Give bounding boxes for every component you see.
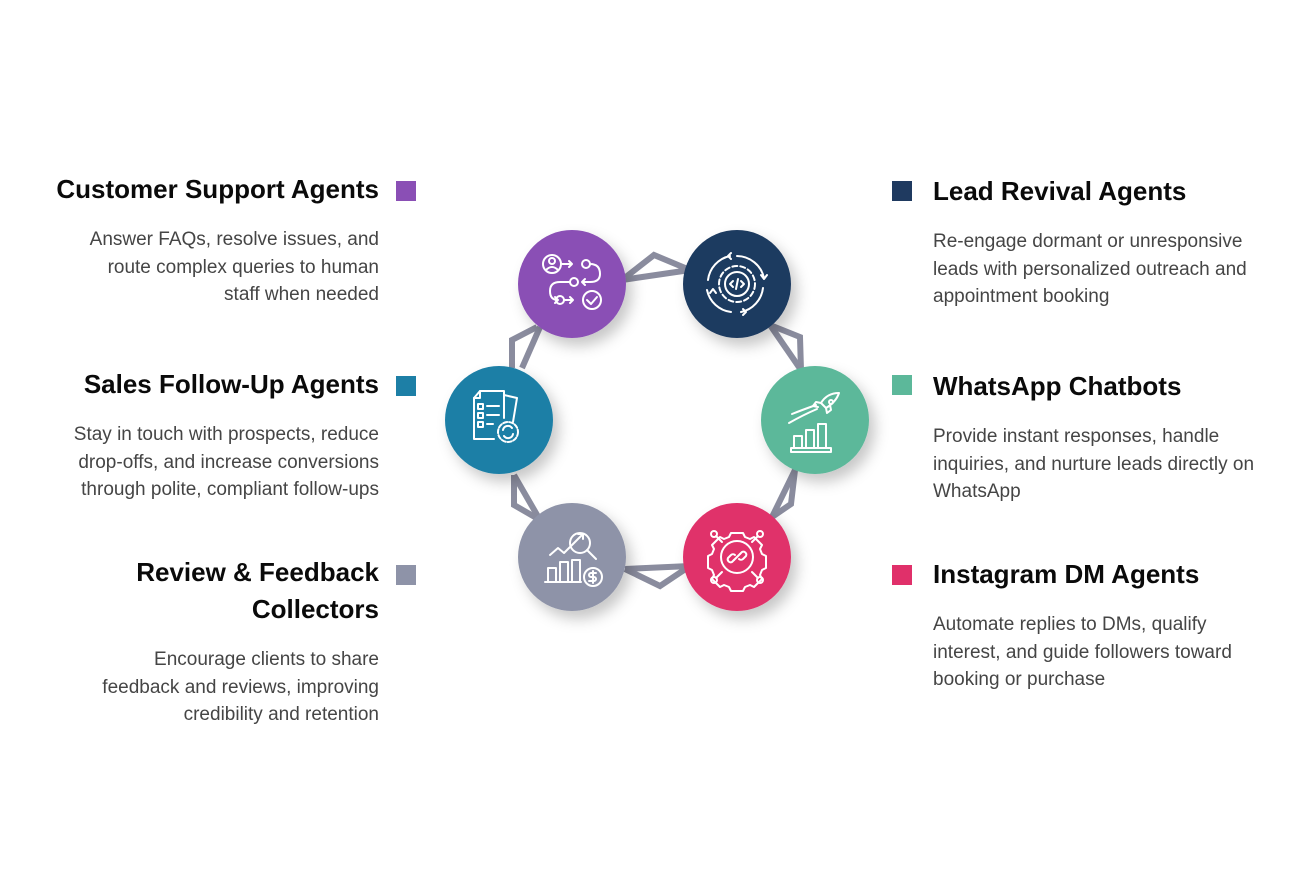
- node-circle-blue: [445, 366, 553, 474]
- connector-top-line: [621, 267, 691, 283]
- color-marker-review-feedback: [396, 565, 416, 585]
- color-marker-whatsapp-chatbots: [892, 375, 912, 395]
- description-line: WhatsApp: [933, 481, 1021, 502]
- description-line: booking or purchase: [933, 669, 1106, 690]
- color-marker-instagram-dm: [892, 565, 912, 585]
- description-line: interest, and guide followers toward: [933, 641, 1232, 663]
- item-customer-support: Customer Support Agents Answer FAQs, res…: [0, 171, 379, 309]
- item-instagram-dm: Instagram DM Agents Automate replies to …: [933, 556, 1298, 694]
- description-line: leads with personalized outreach and: [933, 258, 1247, 280]
- item-description: Re-engage dormant or unresponsive leads …: [933, 228, 1298, 311]
- item-description: Encourage clients to share feedback and …: [0, 646, 379, 729]
- connector-upper-left-line: [519, 325, 543, 370]
- node-circle-purple: [518, 230, 626, 338]
- description-line: drop-offs, and increase conversions: [78, 451, 379, 473]
- description-line: Provide instant responses, handle: [933, 426, 1220, 447]
- node-instagram-dm: [683, 503, 791, 611]
- item-description: Stay in touch with prospects, reduce dro…: [0, 421, 379, 504]
- description-line: through polite, compliant follow-ups: [81, 479, 379, 500]
- connector-top: [620, 251, 692, 283]
- description-line: inquiries, and nurture leads directly on: [933, 453, 1255, 475]
- description-line: route complex queries to human: [107, 256, 379, 278]
- title-line: Review & Feedback: [136, 557, 379, 587]
- description-line: staff when needed: [224, 284, 379, 305]
- description-line: Re-engage dormant or unresponsive: [933, 231, 1243, 252]
- connector-lower-left-line: [511, 473, 543, 522]
- connectors: [509, 251, 804, 590]
- item-title: Review & Feedback Collectors: [0, 554, 379, 628]
- node-customer-support: [518, 230, 626, 338]
- title-line: Collectors: [251, 594, 379, 624]
- connector-upper-right-line: [767, 323, 804, 372]
- description-line: feedback and reviews, improving: [102, 676, 379, 698]
- item-sales-follow-up: Sales Follow-Up Agents Stay in touch wit…: [0, 366, 379, 504]
- node-lead-revival: [683, 230, 791, 338]
- node-circle-gray: [518, 503, 626, 611]
- code-gear-cycle-icon: [706, 252, 768, 316]
- item-description: Automate replies to DMs, qualify interes…: [933, 611, 1298, 694]
- connector-lower-right-line: [769, 468, 798, 519]
- item-title: Lead Revival Agents: [933, 176, 1187, 206]
- description-line: credibility and retention: [183, 704, 379, 725]
- color-marker-customer-support: [396, 181, 416, 201]
- item-title: WhatsApp Chatbots: [933, 371, 1182, 401]
- connector-upper-right: [768, 322, 804, 371]
- rocket-growth-chart-icon: [788, 392, 840, 453]
- description-line: Stay in touch with prospects, reduce: [73, 424, 379, 445]
- workflow-process-icon: [542, 254, 602, 310]
- connector-upper-left: [509, 324, 539, 368]
- description-line: Answer FAQs, resolve issues, and: [89, 229, 379, 250]
- color-marker-lead-revival: [892, 181, 912, 201]
- color-marker-sales-follow-up: [396, 376, 416, 396]
- node-circle-teal: [761, 366, 869, 474]
- description-line: Encourage clients to share: [154, 649, 379, 670]
- description-line: appointment booking: [933, 286, 1110, 307]
- item-lead-revival: Lead Revival Agents Re-engage dormant or…: [933, 173, 1298, 311]
- connector-bottom: [623, 563, 692, 590]
- node-whatsapp-chatbots: [761, 366, 869, 474]
- gear-link-network-icon: [707, 530, 767, 592]
- item-title: Sales Follow-Up Agents: [83, 369, 379, 399]
- description-line: Automate replies to DMs, qualify: [933, 614, 1207, 635]
- item-description: Answer FAQs, resolve issues, and route c…: [0, 226, 379, 309]
- item-title: Instagram DM Agents: [933, 559, 1200, 589]
- document-checklist-gear-icon: [473, 390, 519, 443]
- item-review-feedback: Review & Feedback Collectors Encourage c…: [0, 554, 379, 729]
- connector-lower-right: [770, 469, 798, 520]
- node-review-feedback: [518, 503, 626, 611]
- connector-bottom-line: [624, 563, 691, 572]
- item-description: Provide instant responses, handle inquir…: [933, 423, 1298, 506]
- node-sales-follow-up: [445, 366, 553, 474]
- item-title: Customer Support Agents: [56, 174, 379, 204]
- analytics-search-dollar-icon: [544, 532, 603, 587]
- item-whatsapp-chatbots: WhatsApp Chatbots Provide instant respon…: [933, 368, 1298, 506]
- connector-lower-left: [511, 475, 542, 523]
